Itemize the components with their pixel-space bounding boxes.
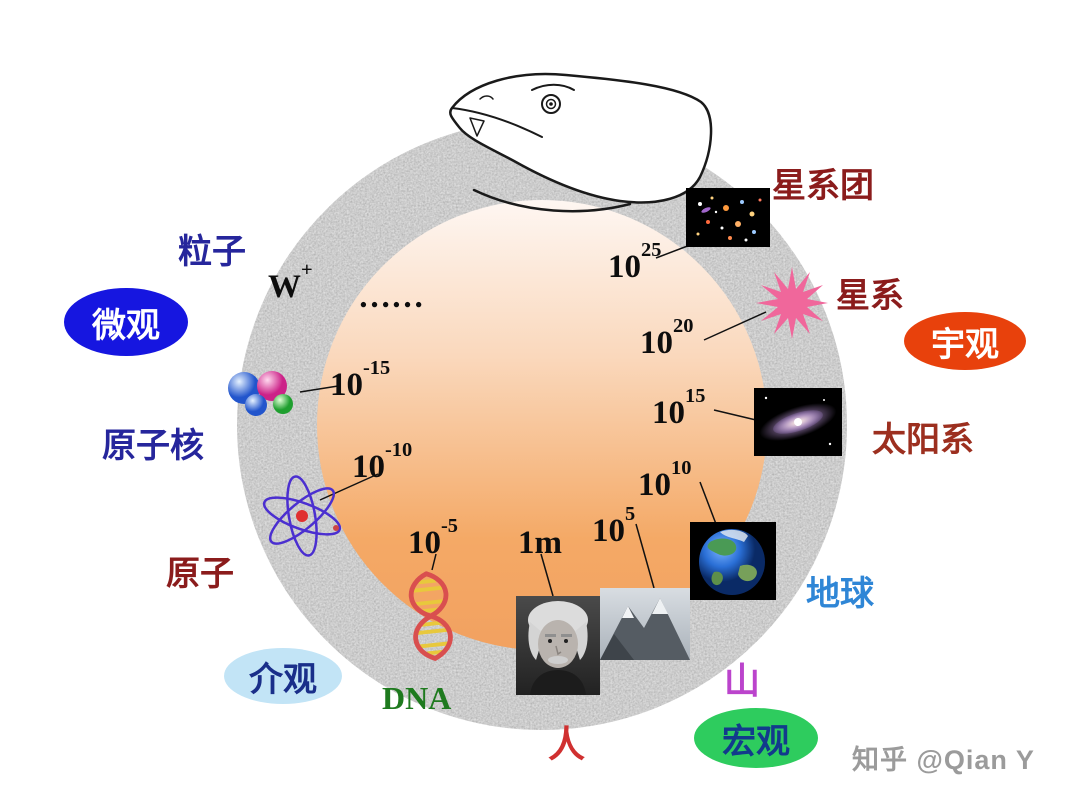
scale-1e10: 1010 bbox=[638, 457, 691, 504]
label-atom: 原子 bbox=[166, 555, 234, 593]
label-galaxy-cluster: 星系团 bbox=[772, 167, 874, 205]
scale-1e-5: 10-5 bbox=[408, 515, 458, 562]
scale-w-plus: W+ bbox=[268, 259, 313, 306]
label-particle: 粒子 bbox=[178, 233, 246, 271]
earth-image bbox=[690, 522, 776, 600]
label-solar-system: 太阳系 bbox=[872, 421, 974, 459]
scale-exp: -15 bbox=[363, 356, 391, 379]
scale-base: 10 bbox=[608, 249, 641, 285]
scale-exp: 20 bbox=[673, 314, 694, 337]
label-galaxy: 星系 bbox=[836, 277, 904, 315]
watermark-zhihu: 知乎 @Qian Y bbox=[852, 745, 1035, 775]
scale-exp: + bbox=[301, 258, 313, 281]
scale-exp: -10 bbox=[385, 438, 413, 461]
scale-exp: 10 bbox=[671, 456, 692, 479]
scale-exp: 5 bbox=[625, 502, 636, 525]
scale-1e15: 1015 bbox=[652, 385, 705, 432]
scale-exp: 25 bbox=[641, 238, 662, 261]
badge-text: 介观 bbox=[249, 660, 317, 699]
label-dna: DNA bbox=[382, 680, 452, 716]
badge-text: 宏观 bbox=[722, 722, 790, 761]
galaxy-starburst-icon bbox=[756, 267, 828, 339]
label-earth: 地球 bbox=[806, 575, 874, 613]
label-human: 人 bbox=[548, 724, 585, 765]
scale-1e20: 1020 bbox=[640, 315, 693, 362]
galaxy-cluster-image bbox=[686, 188, 770, 247]
badge-cosmic: 宇观 bbox=[904, 312, 1026, 370]
scale-base: 10 bbox=[352, 449, 385, 485]
atom-icon bbox=[258, 474, 346, 558]
label-nucleus: 原子核 bbox=[102, 427, 204, 465]
scale-base: 1m bbox=[518, 525, 562, 561]
scale-1m: 1m bbox=[518, 524, 562, 562]
scale-base: W bbox=[268, 269, 301, 305]
dna-helix-icon bbox=[397, 563, 466, 672]
scale-ellipsis: …… bbox=[358, 278, 424, 316]
scale-base: 10 bbox=[330, 367, 363, 403]
scale-1e-10: 10-10 bbox=[352, 439, 412, 486]
einstein-portrait-image bbox=[516, 596, 600, 695]
badge-macroscopic: 宏观 bbox=[694, 708, 818, 768]
scale-base: 10 bbox=[638, 467, 671, 503]
scale-1e-15: 10-15 bbox=[330, 357, 390, 404]
badge-microscopic: 微观 bbox=[64, 288, 188, 356]
badge-text: 宇观 bbox=[931, 325, 999, 364]
scale-base: 10 bbox=[640, 325, 673, 361]
scale-1e5: 105 bbox=[592, 503, 635, 550]
badge-text: 微观 bbox=[92, 306, 160, 345]
mountain-image bbox=[600, 588, 690, 660]
scale-exp: 15 bbox=[685, 384, 706, 407]
scale-base: 10 bbox=[408, 525, 441, 561]
scale-base: 10 bbox=[652, 395, 685, 431]
label-mountain: 山 bbox=[724, 660, 761, 701]
scale-base: …… bbox=[358, 279, 424, 315]
nucleus-spheres-icon bbox=[220, 362, 308, 424]
badge-mesoscopic: 介观 bbox=[224, 648, 342, 704]
scale-1e25: 1025 bbox=[608, 239, 661, 286]
spiral-galaxy-image bbox=[754, 388, 842, 456]
scale-base: 10 bbox=[592, 513, 625, 549]
scale-exp: -5 bbox=[441, 514, 459, 537]
